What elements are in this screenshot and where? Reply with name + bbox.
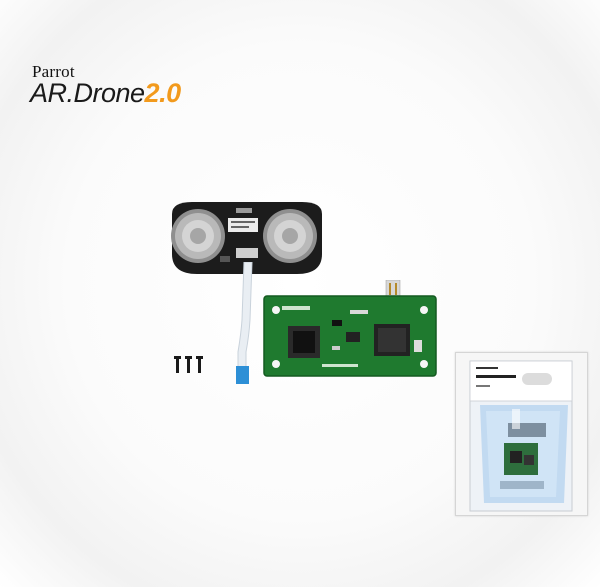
package-photo [469, 360, 573, 512]
ribbon-cable [236, 262, 253, 384]
brand-product-main: AR.Drone [30, 78, 145, 108]
brand-logo: Parrot AR.Drone2.0 [24, 60, 244, 110]
screws [174, 356, 203, 373]
brand-parrot: Parrot [32, 62, 75, 81]
packaged-product-inset [455, 352, 588, 516]
brand-product-name: AR.Drone2.0 [30, 78, 181, 109]
ultrasound-sensor-board [171, 202, 322, 274]
brand-product-version: 2.0 [144, 78, 182, 108]
navigation-pcb [263, 280, 437, 377]
